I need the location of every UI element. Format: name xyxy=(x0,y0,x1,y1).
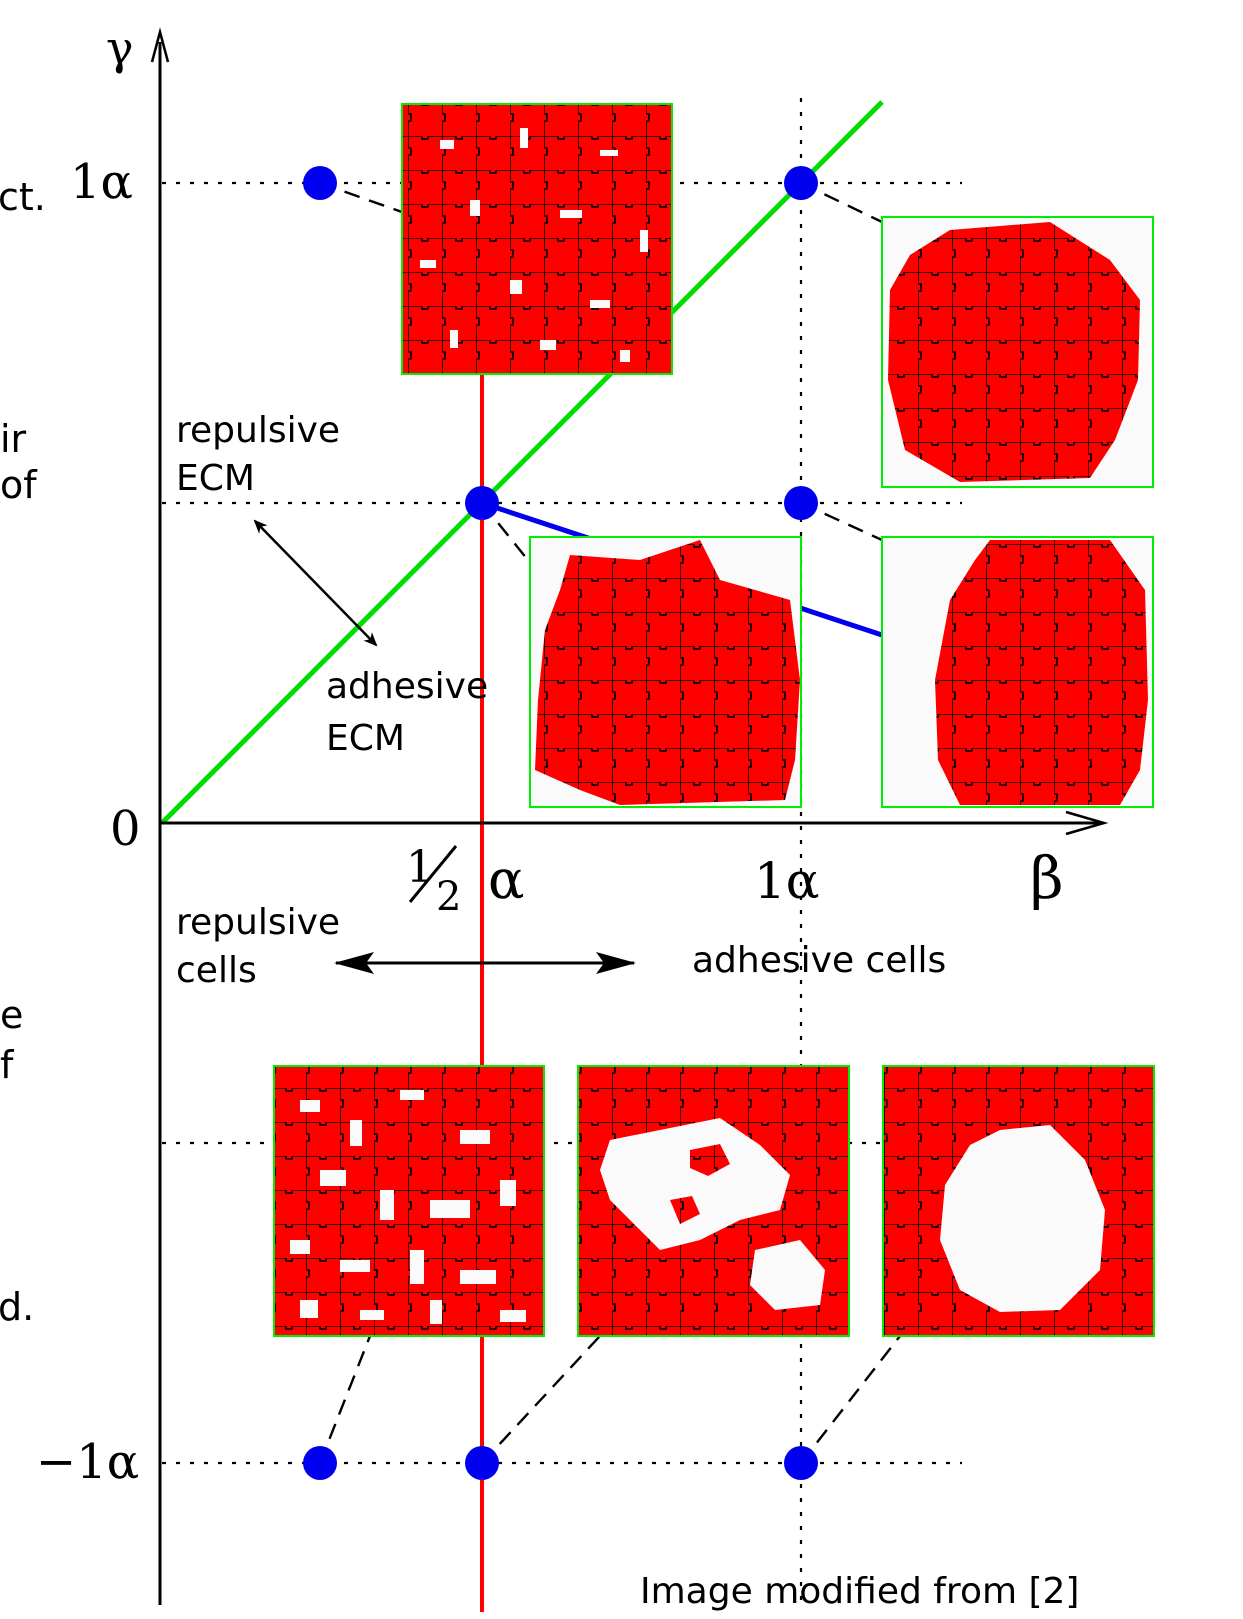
origin-label: 0 xyxy=(110,801,141,857)
adhesive-ecm-line2: ECM xyxy=(326,718,405,759)
repulsive-cells-line1: repulsive xyxy=(176,902,340,943)
repulsive-ecm-line2: ECM xyxy=(176,458,255,499)
panel-center xyxy=(529,536,802,808)
adhesive-ecm-line1: adhesive xyxy=(326,666,488,707)
fragment-of: of xyxy=(0,463,38,507)
y-tick-neg-1alpha: −1α xyxy=(36,1434,139,1490)
x-tick-half-alpha: 1 2 α xyxy=(406,842,524,920)
repulsive-ecm-line1: repulsive xyxy=(176,410,340,451)
parameter-point-1 xyxy=(303,166,337,200)
parameter-point-5 xyxy=(303,1446,337,1480)
y-tick-1alpha: 1α xyxy=(70,154,133,210)
svg-text:1: 1 xyxy=(406,842,434,893)
dotted-gridlines xyxy=(162,98,962,1610)
x-tick-1alpha: 1α xyxy=(754,852,820,910)
parameter-point-6 xyxy=(465,1446,499,1480)
panel-bottom-right xyxy=(882,1065,1155,1337)
fragment-d: d. xyxy=(0,1285,34,1329)
gamma-equals-beta-line xyxy=(160,100,884,825)
adhesive-cells-label: adhesive cells xyxy=(692,940,946,981)
panel-right-middle xyxy=(881,536,1154,808)
axes xyxy=(150,27,1109,1605)
fragment-f: f xyxy=(0,1043,15,1087)
image-credit: Image modified from [2] xyxy=(640,1571,1079,1612)
fragment-ir: ir xyxy=(0,417,27,461)
y-axis-arrowhead xyxy=(150,27,170,63)
panel-bottom-middle xyxy=(577,1065,850,1337)
svg-text:α: α xyxy=(488,848,524,911)
fragment-e: e xyxy=(0,993,23,1037)
svg-text:2: 2 xyxy=(436,874,461,920)
parameter-point-3 xyxy=(784,486,818,520)
panel-bottom-left xyxy=(273,1065,545,1337)
left-text-fragments: ct. ir of e f d. xyxy=(0,175,46,1329)
parameter-point-2 xyxy=(784,166,818,200)
panel-right-upper xyxy=(881,216,1154,488)
x-axis-label: β xyxy=(1030,844,1064,912)
y-axis-label: γ xyxy=(106,21,134,75)
repulsive-cells-line2: cells xyxy=(176,950,257,991)
ecm-arrow xyxy=(253,519,378,647)
fragment-ct: ct. xyxy=(0,175,46,219)
panel-top xyxy=(401,103,673,375)
x-axis-arrowhead xyxy=(1065,810,1109,836)
parameter-points xyxy=(303,166,818,1480)
parameter-point-7 xyxy=(784,1446,818,1480)
parameter-point-4 xyxy=(465,486,499,520)
